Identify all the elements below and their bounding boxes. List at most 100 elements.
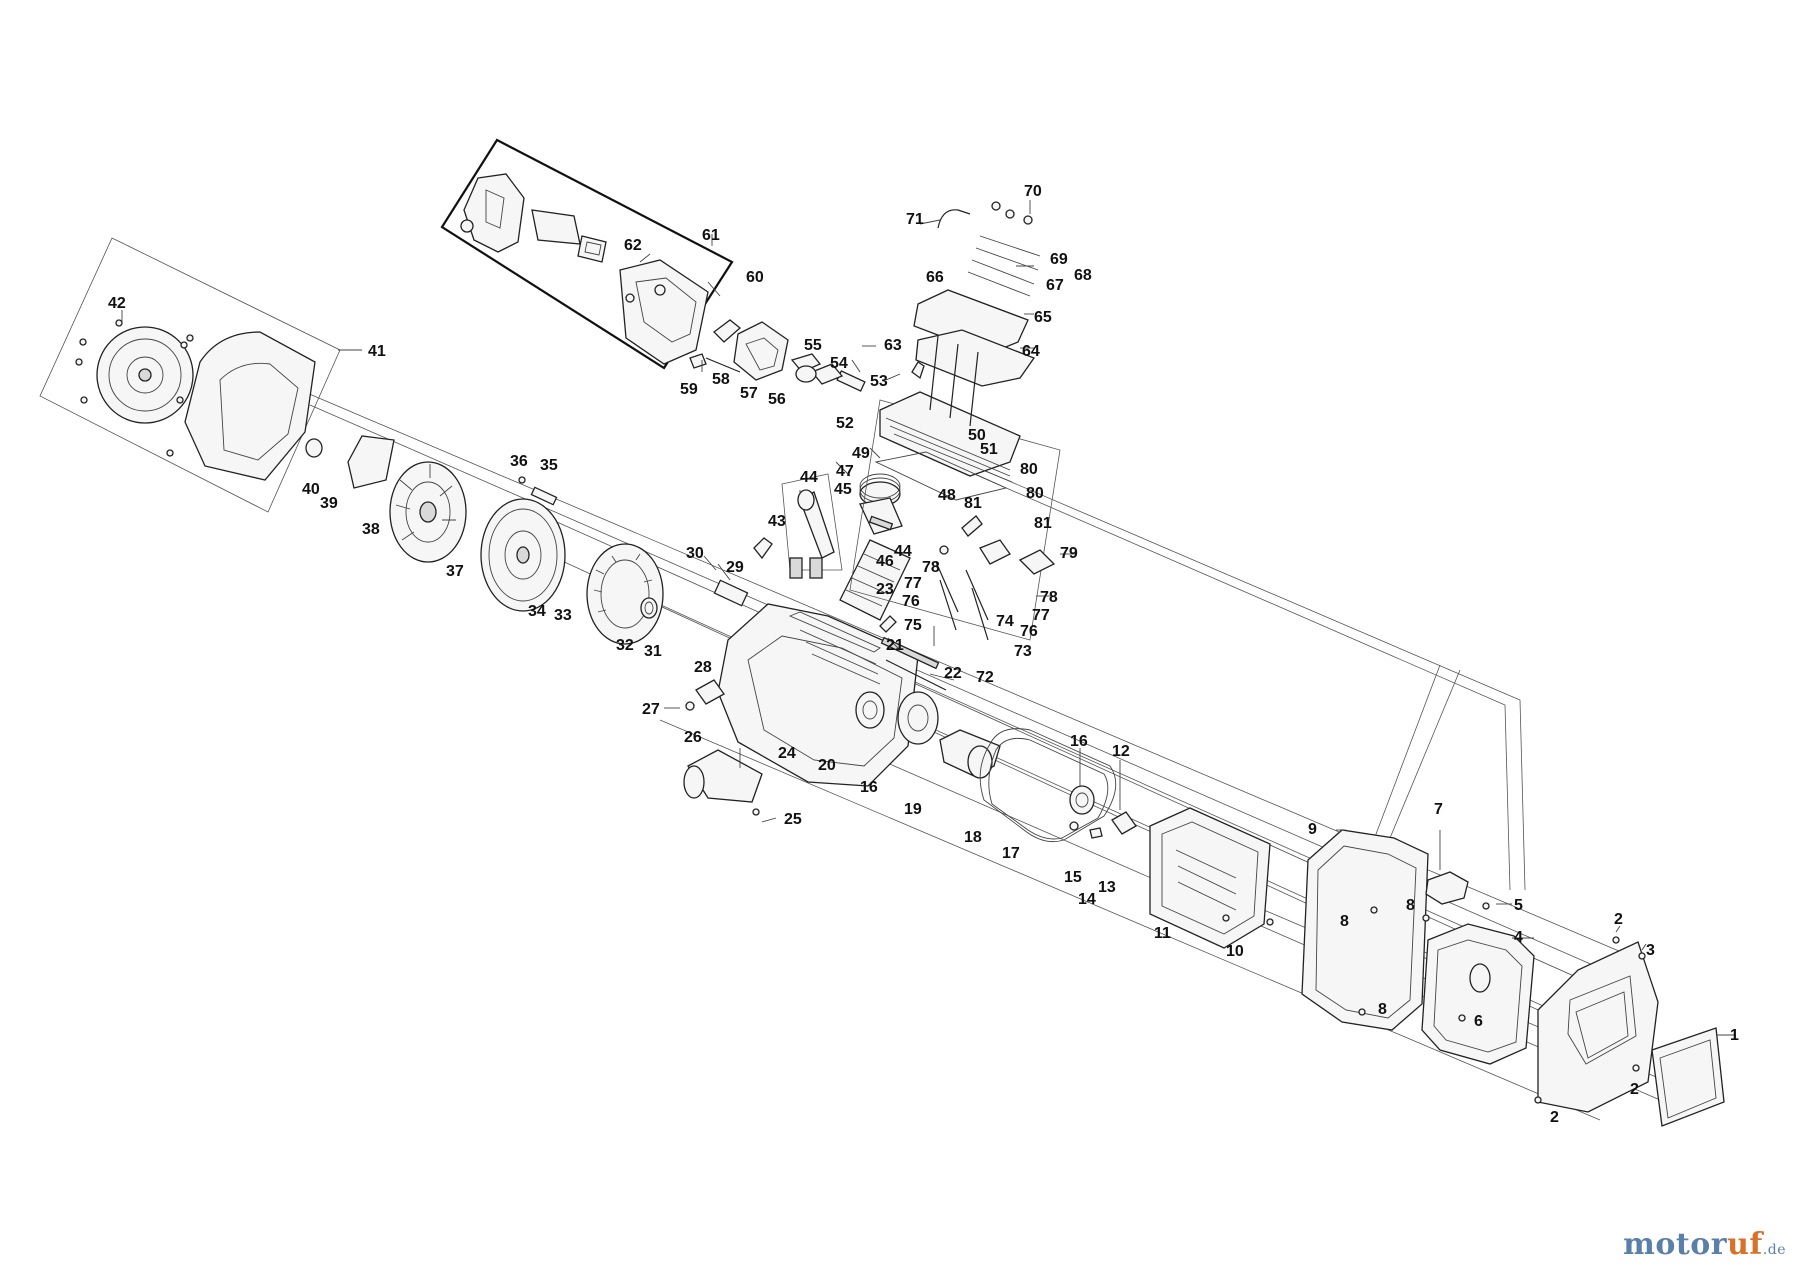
callout-21: 21: [886, 637, 904, 654]
callout-11: 11: [1154, 925, 1171, 942]
callout-47: 47: [836, 463, 854, 480]
callout-54: 54: [830, 355, 848, 372]
callout-14: 14: [1078, 891, 1096, 908]
callout-42: 42: [108, 295, 126, 312]
callout-64: 64: [1022, 343, 1040, 360]
callout-79: 79: [1060, 545, 1078, 562]
callout-40: 40: [302, 481, 320, 498]
callout-34: 34: [528, 603, 546, 620]
callout-60: 60: [746, 269, 764, 286]
callout-5: 5: [1514, 897, 1523, 914]
brand-logo-part2: uf: [1727, 1227, 1763, 1262]
callout-16: 16: [860, 779, 878, 796]
callout-32: 32: [616, 637, 634, 654]
callout-55: 55: [804, 337, 822, 354]
callout-77: 77: [1032, 607, 1050, 624]
callout-80: 80: [1026, 485, 1044, 502]
callout-44: 44: [800, 469, 818, 486]
callout-2: 2: [1630, 1081, 1639, 1098]
carburetor-group: [689, 319, 844, 385]
callout-69: 69: [1050, 251, 1068, 268]
leader-lines: [121, 200, 1736, 1036]
callout-75: 75: [904, 617, 922, 634]
callout-61: 61: [702, 227, 720, 244]
callout-52: 52: [836, 415, 854, 432]
cylinder-head-group: [836, 201, 1061, 641]
callout-62: 62: [624, 237, 642, 254]
callout-28: 28: [694, 659, 712, 676]
callout-45: 45: [834, 481, 852, 498]
callout-8: 8: [1340, 913, 1349, 930]
callout-48: 48: [938, 487, 956, 504]
callout-16: 16: [1070, 733, 1088, 750]
callout-39: 39: [320, 495, 338, 512]
callout-37: 37: [446, 563, 464, 580]
piston-conrod-group: [781, 473, 989, 621]
callout-59: 59: [680, 381, 698, 398]
callout-71: 71: [906, 211, 924, 228]
callout-80: 80: [1020, 461, 1038, 478]
crankcase-group: [683, 537, 919, 816]
callout-8: 8: [1378, 1001, 1387, 1018]
callout-81: 81: [1034, 515, 1052, 532]
callout-78: 78: [1040, 589, 1058, 606]
callout-70: 70: [1024, 183, 1042, 200]
brand-logo-tld: .de: [1762, 1242, 1786, 1258]
callout-15: 15: [1064, 869, 1082, 886]
callout-36: 36: [510, 453, 528, 470]
callout-63: 63: [884, 337, 902, 354]
callout-23: 23: [876, 581, 894, 598]
callout-26: 26: [684, 729, 702, 746]
flywheel-group: [305, 435, 664, 645]
callout-20: 20: [818, 757, 836, 774]
crankshaft-group: [855, 615, 1001, 779]
callout-77: 77: [904, 575, 922, 592]
callout-53: 53: [870, 373, 888, 390]
callout-73: 73: [1014, 643, 1032, 660]
callout-76: 76: [902, 593, 920, 610]
callout-78: 78: [922, 559, 940, 576]
callout-22: 22: [944, 665, 962, 682]
callout-72: 72: [976, 669, 994, 686]
callout-35: 35: [540, 457, 558, 474]
callout-51: 51: [980, 441, 998, 458]
callout-50: 50: [968, 427, 986, 444]
callout-8: 8: [1406, 897, 1415, 914]
callout-76: 76: [1020, 623, 1038, 640]
callout-7: 7: [1434, 801, 1443, 818]
callout-56: 56: [768, 391, 786, 408]
callout-27: 27: [642, 701, 660, 718]
callout-30: 30: [686, 545, 704, 562]
callout-6: 6: [1474, 1013, 1483, 1030]
callout-2: 2: [1614, 911, 1623, 928]
recoil-starter-frame: [39, 237, 341, 513]
callout-4: 4: [1514, 929, 1523, 946]
callout-81: 81: [964, 495, 982, 512]
callout-43: 43: [768, 513, 786, 530]
callout-9: 9: [1308, 821, 1317, 838]
callout-41: 41: [368, 343, 386, 360]
callout-29: 29: [726, 559, 744, 576]
callout-65: 65: [1034, 309, 1052, 326]
callout-2: 2: [1550, 1109, 1559, 1126]
callout-33: 33: [554, 607, 572, 624]
callout-18: 18: [964, 829, 982, 846]
callout-labels: 1 2 2 2 3 4 5 6 7 8 8 8 9 10 11 12 13 14…: [108, 183, 1739, 1126]
callout-12: 12: [1112, 743, 1130, 760]
callout-66: 66: [926, 269, 944, 286]
callout-49: 49: [852, 445, 870, 462]
rear-housing-group: [1301, 829, 1725, 1127]
callout-44: 44: [894, 543, 912, 560]
brand-logo-part1: motor: [1623, 1227, 1728, 1262]
callout-13: 13: [1098, 879, 1116, 896]
callout-46: 46: [876, 553, 894, 570]
callout-10: 10: [1226, 943, 1244, 960]
callout-1: 1: [1730, 1027, 1739, 1044]
callout-24: 24: [778, 745, 796, 762]
callout-19: 19: [904, 801, 922, 818]
brand-logo: motoruf.de: [1623, 1227, 1786, 1262]
callout-74: 74: [996, 613, 1014, 630]
callout-67: 67: [1046, 277, 1064, 294]
